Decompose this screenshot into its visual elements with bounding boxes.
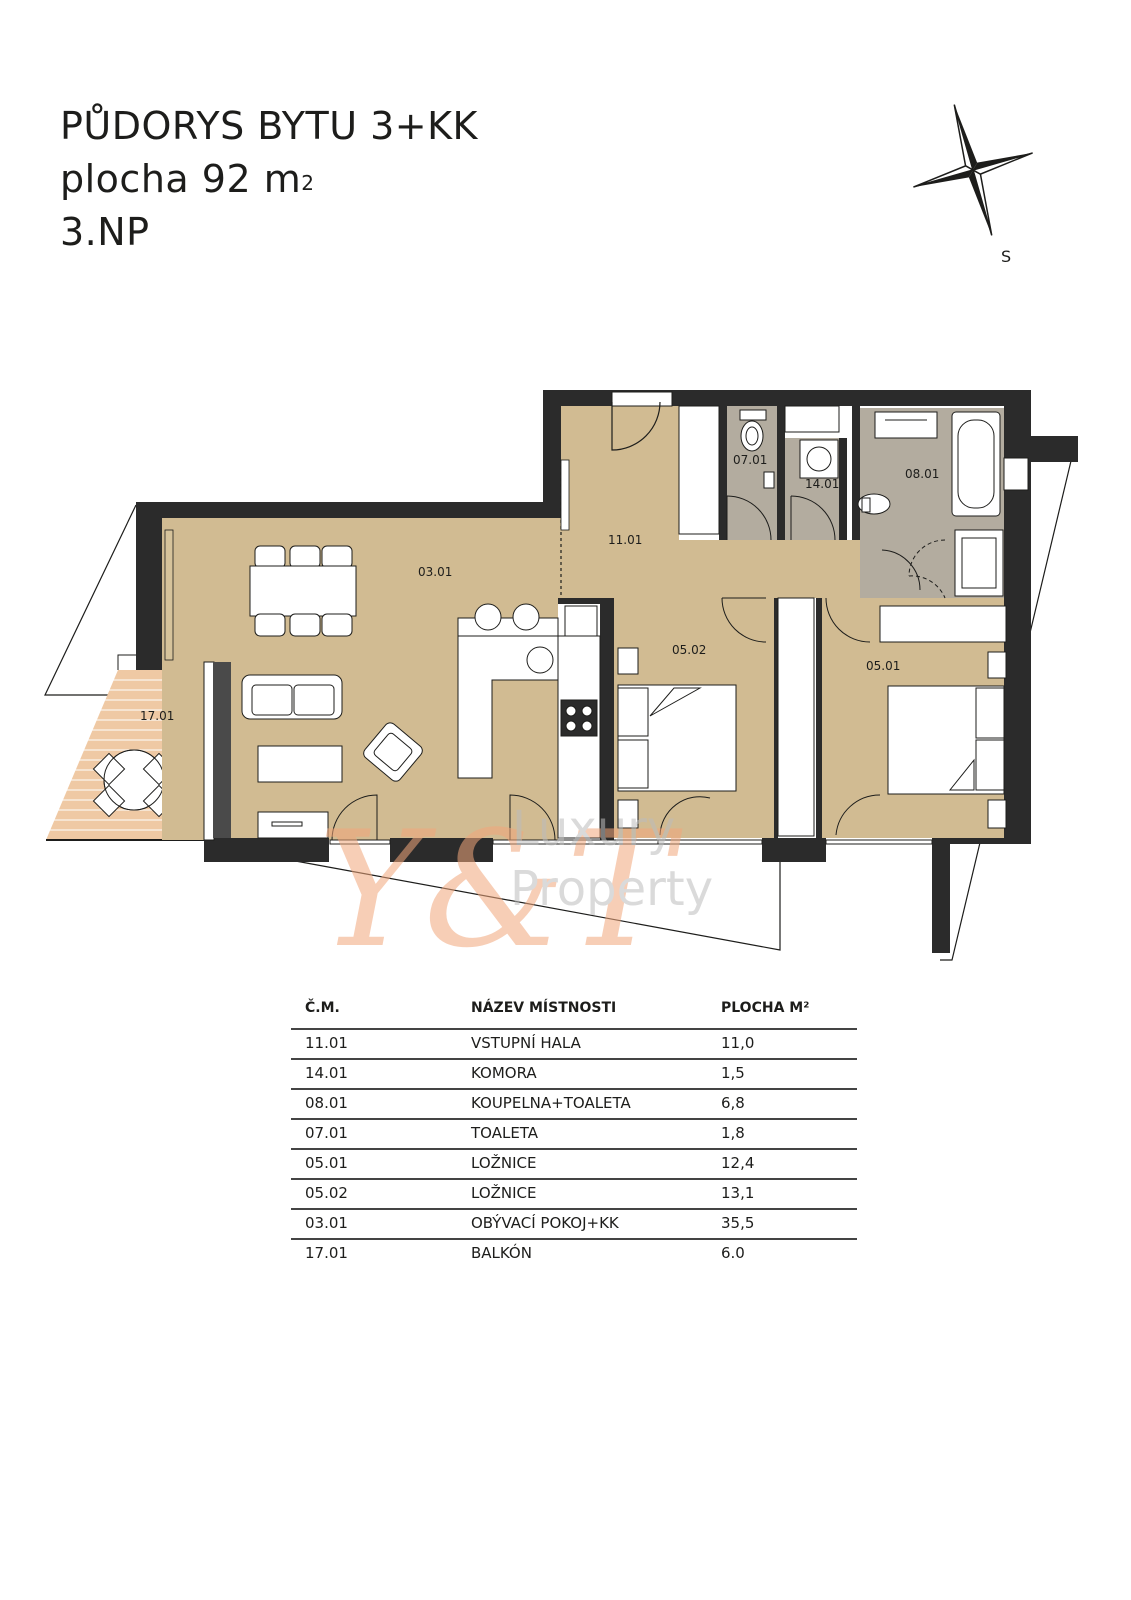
room-number: 05.01 [291, 1148, 457, 1179]
room-area: 1,5 [707, 1058, 857, 1089]
room-number: 17.01 [291, 1238, 457, 1268]
room-label-17-01: 17.01 [140, 709, 174, 723]
bed-05-01 [879, 605, 1007, 829]
sofa [241, 674, 343, 720]
room-label-07-01: 07.01 [733, 453, 767, 467]
room-name: OBÝVACÍ POKOJ+KK [457, 1208, 707, 1239]
room-number: 07.01 [291, 1118, 457, 1149]
room-area: 12,4 [707, 1148, 857, 1179]
col-header-name: NÁZEV MÍSTNOSTI [471, 1000, 617, 1016]
room-area: 6,8 [707, 1088, 857, 1119]
room-name: TOALETA [457, 1118, 707, 1149]
title-line-floor: 3.NP [60, 210, 150, 254]
room-area: 35,5 [707, 1208, 857, 1239]
col-header-area: PLOCHA M² [721, 1000, 810, 1016]
room-label-14-01: 14.01 [805, 477, 839, 491]
area-unit-superscript: 2 [301, 171, 315, 195]
room-label-08-01: 08.01 [905, 467, 939, 481]
room-name: LOŽNICE [457, 1148, 707, 1179]
room-name: KOUPELNA+TOALETA [457, 1088, 707, 1119]
toilet-icon [739, 409, 775, 489]
compass-label: S [1001, 247, 1011, 266]
kitchen [457, 603, 601, 839]
plan-title: PŮDORYS BYTU 3+KK plocha 92 m2 3.NP [60, 100, 478, 259]
room-number: 08.01 [291, 1088, 457, 1119]
room-label-05-01: 05.01 [866, 659, 900, 673]
compass-rose-icon: S [913, 104, 1033, 266]
room-area: 13,1 [707, 1178, 857, 1209]
title-line-layout: PŮDORYS BYTU 3+KK [60, 104, 478, 148]
room-name: LOŽNICE [457, 1178, 707, 1209]
room-number: 11.01 [291, 1028, 457, 1059]
watermark-monogram: Y&T [318, 796, 683, 980]
room-name: KOMORA [457, 1058, 707, 1089]
watermark-logo: Y&T Luxury Property [318, 796, 713, 980]
col-header-number: Č.M. [305, 1000, 340, 1016]
room-label-05-02: 05.02 [672, 643, 706, 657]
room-name: VSTUPNÍ HALA [457, 1028, 707, 1059]
room-area: 6.0 [707, 1238, 857, 1268]
bed-05-02 [617, 647, 737, 829]
dining-set [249, 545, 357, 637]
watermark-line2: Property [510, 861, 713, 917]
room-area: 11,0 [707, 1028, 857, 1059]
room-label-03-01: 03.01 [418, 565, 452, 579]
armchair [363, 722, 423, 782]
room-number: 03.01 [291, 1208, 457, 1239]
watermark-line1: Luxury [512, 801, 675, 857]
room-number: 14.01 [291, 1058, 457, 1089]
room-label-11-01: 11.01 [608, 533, 642, 547]
room-area: 1,8 [707, 1118, 857, 1149]
room-number: 05.02 [291, 1178, 457, 1209]
floor-plan: 03.01 11.01 07.01 14.01 08.01 05.02 05.0… [44, 390, 1078, 980]
title-line-area: plocha 92 m2 [60, 153, 478, 206]
area-text: plocha 92 m [60, 157, 302, 201]
room-name: BALKÓN [457, 1238, 707, 1268]
